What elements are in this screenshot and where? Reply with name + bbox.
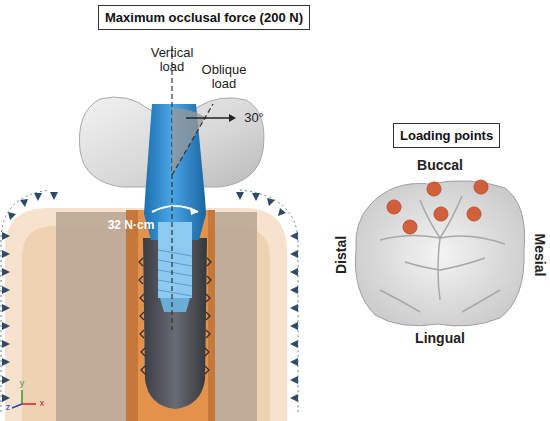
axis-label: z bbox=[2, 403, 14, 413]
vertical-load-line bbox=[171, 46, 172, 330]
direction-label: Buccal bbox=[405, 158, 475, 173]
occlusal-grooves bbox=[380, 196, 505, 312]
screw-threads bbox=[158, 250, 192, 296]
loading-points bbox=[387, 180, 488, 234]
screw-tip bbox=[160, 298, 190, 312]
load-label: 32 N·cm bbox=[96, 219, 166, 232]
cortical-band bbox=[56, 212, 126, 421]
axis-label: x bbox=[36, 399, 48, 409]
load-label: 30° bbox=[234, 111, 274, 125]
peri-implant-bone bbox=[138, 210, 208, 421]
boundary-line bbox=[1, 190, 298, 412]
title-box: Maximum occlusal force (200 N) bbox=[98, 5, 310, 30]
gingiva bbox=[5, 208, 287, 421]
torque-arrowhead bbox=[190, 207, 198, 215]
load-label: Oblique load bbox=[197, 63, 252, 92]
angle-pointer bbox=[186, 117, 232, 119]
load-label: Vertical load bbox=[142, 46, 202, 75]
cortical-band bbox=[215, 212, 257, 421]
y-axis bbox=[21, 390, 23, 404]
box-text: Loading points bbox=[400, 128, 493, 143]
direction-label: Mesial bbox=[531, 220, 546, 290]
axis-label: y bbox=[16, 379, 28, 389]
occlusal-tooth bbox=[355, 181, 524, 326]
oblique-load-line bbox=[172, 104, 213, 175]
bone-region bbox=[126, 210, 215, 421]
direction-label: Distal bbox=[334, 220, 349, 290]
direction-label: Lingual bbox=[405, 331, 475, 346]
box-text: Maximum occlusal force (200 N) bbox=[105, 10, 303, 25]
z-axis bbox=[12, 404, 22, 408]
angle-pointer-head bbox=[229, 114, 236, 122]
x-axis bbox=[22, 403, 36, 405]
title-box: Loading points bbox=[393, 123, 500, 148]
abutment-screw bbox=[158, 222, 192, 298]
